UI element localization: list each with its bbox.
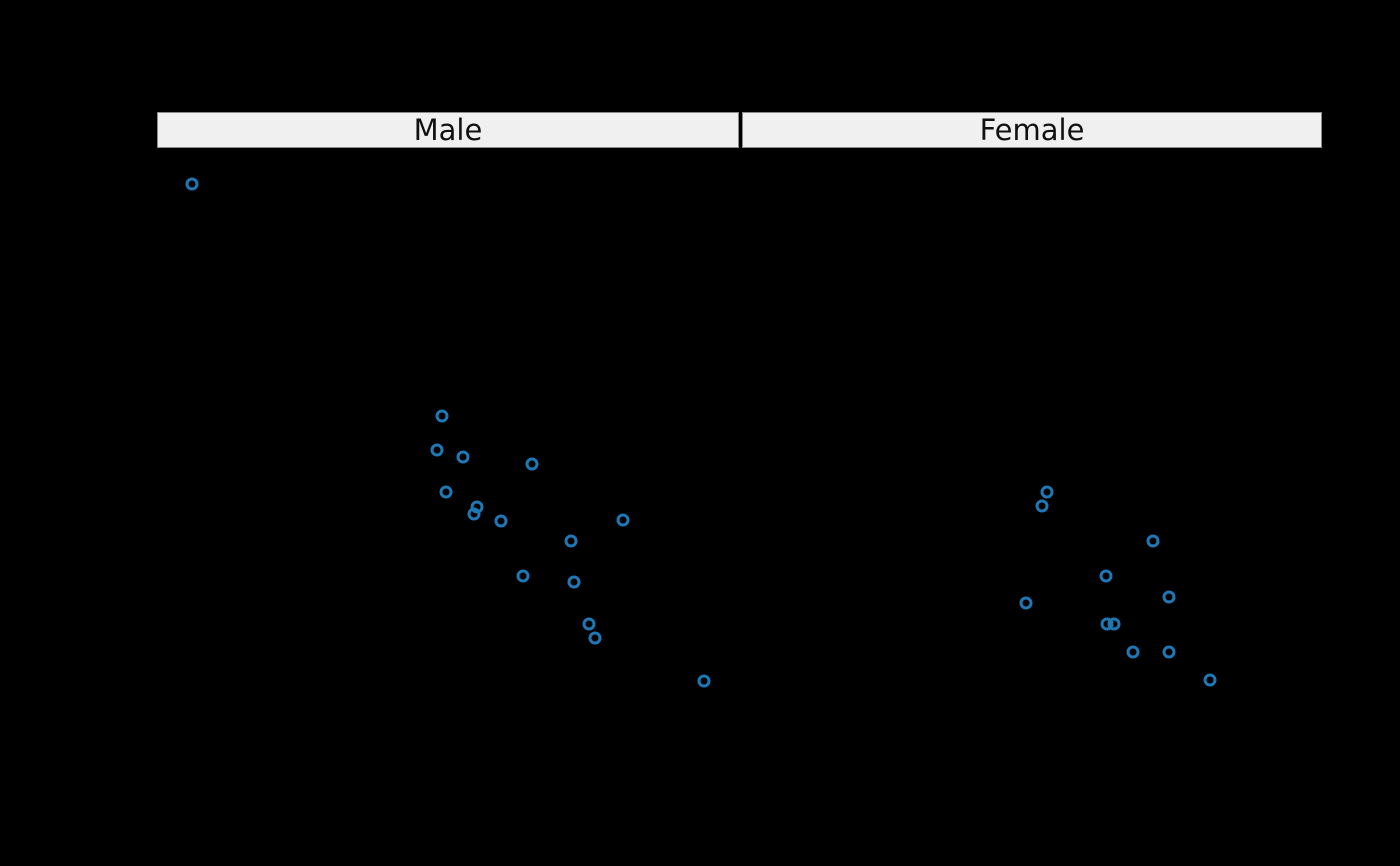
data-point-female — [1099, 569, 1113, 583]
data-point-female — [1162, 645, 1176, 659]
data-point-female — [1035, 499, 1049, 513]
data-point-male — [516, 569, 530, 583]
data-point-male — [435, 409, 449, 423]
data-point-female — [1126, 645, 1140, 659]
data-point-female — [1203, 673, 1217, 687]
data-point-male — [430, 443, 444, 457]
data-point-male — [439, 485, 453, 499]
data-point-male — [616, 513, 630, 527]
data-point-male — [467, 507, 481, 521]
data-point-male — [525, 457, 539, 471]
data-point-male — [456, 450, 470, 464]
data-point-female — [1019, 596, 1033, 610]
data-point-female — [1040, 485, 1054, 499]
facet-strip-female-label: Female — [979, 112, 1085, 147]
facet-strip-female: Female — [742, 112, 1322, 148]
data-point-male — [697, 674, 711, 688]
facet-strip-male: Male — [157, 112, 739, 148]
data-point-male — [494, 514, 508, 528]
data-point-female — [1162, 590, 1176, 604]
data-point-male — [185, 177, 199, 191]
facet-strip-male-label: Male — [413, 112, 483, 147]
data-point-female — [1146, 534, 1160, 548]
data-point-male — [567, 575, 581, 589]
data-point-male — [582, 617, 596, 631]
data-point-male — [564, 534, 578, 548]
data-point-female — [1107, 617, 1121, 631]
data-point-male — [588, 631, 602, 645]
